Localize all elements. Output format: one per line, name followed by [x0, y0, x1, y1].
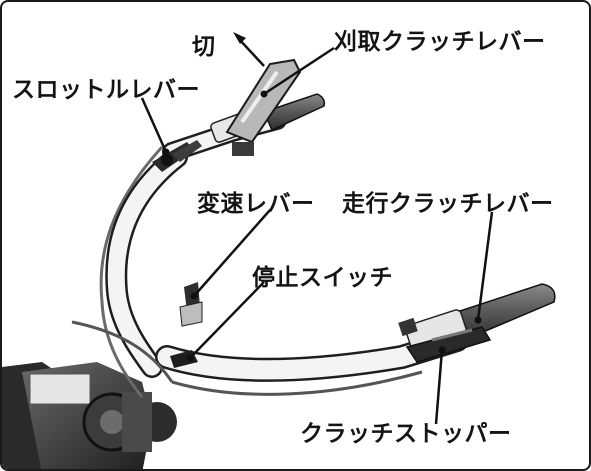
engine-body — [2, 362, 177, 469]
hensoku-lever-shape — [179, 282, 203, 327]
label-hensoku-lever: 変速レバー — [197, 190, 315, 217]
leader-arrowheads — [162, 32, 482, 362]
label-karitori-clutch-lever: 刈取クラッチレバー — [334, 28, 546, 55]
karitori-clutch-lever-shape — [225, 58, 302, 156]
throttle-lever-shape — [152, 140, 202, 172]
label-teishi-switch: 停止スイッチ — [252, 264, 393, 291]
left-cable — [99, 145, 164, 398]
label-kiri: 切 — [192, 33, 216, 60]
label-soukou-clutch-lever: 走行クラッチレバー — [342, 190, 554, 217]
stop-switch-shape — [170, 350, 198, 368]
soukou-clutch-lever-shape — [405, 326, 492, 363]
upper-handle-tube — [105, 110, 287, 378]
leader-lines — [140, 37, 494, 425]
arrow-head-kiri — [233, 32, 246, 44]
lower-grip — [398, 283, 556, 351]
label-throttle-lever: スロットルレバー — [12, 76, 200, 103]
label-clutch-stopper: クラッチストッパー — [300, 420, 512, 447]
